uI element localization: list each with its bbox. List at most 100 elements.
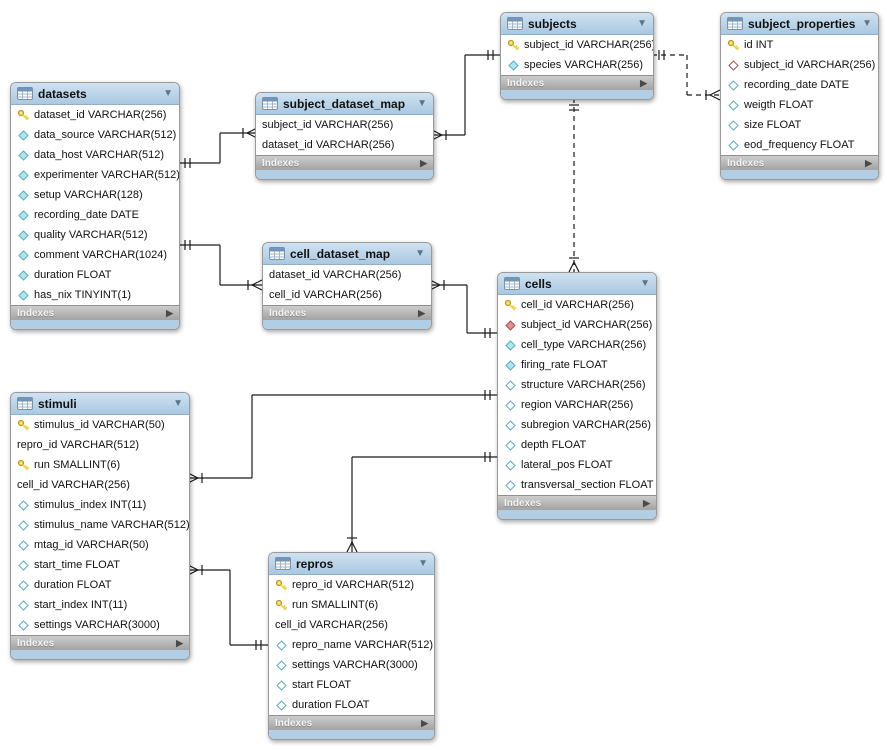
column-diamond-icon xyxy=(505,319,516,331)
table-cells[interactable]: cells▼cell_id VARCHAR(256)subject_id VAR… xyxy=(497,272,657,520)
column-diamond-icon xyxy=(276,679,287,691)
relationship-edge-cell_dataset_map-cells[interactable] xyxy=(429,279,497,338)
relationship-edge-cells-repros[interactable] xyxy=(346,452,497,553)
relationship-edge-subject_dataset_map-subjects[interactable] xyxy=(431,50,500,141)
primary-key-icon xyxy=(17,419,30,430)
table-title: stimuli xyxy=(38,396,77,411)
table-cell_dataset_map[interactable]: cell_dataset_map▼ dataset_id VARCHAR(256)… xyxy=(262,242,432,330)
relationship-edge-datasets-subject_dataset_map[interactable] xyxy=(178,127,258,168)
table-bottom-strip xyxy=(256,170,433,179)
column-label: lateral_pos FLOAT xyxy=(521,459,613,471)
column-row: dataset_id VARCHAR(256) xyxy=(11,105,179,125)
column-diamond-icon xyxy=(18,129,29,141)
column-label: dataset_id VARCHAR(256) xyxy=(269,269,402,281)
column-row: stimulus_index INT(11) xyxy=(11,495,189,515)
column-label: mtag_id VARCHAR(50) xyxy=(34,539,149,551)
table-bottom-strip xyxy=(263,320,431,329)
collapse-arrow-icon[interactable]: ▼ xyxy=(415,247,425,259)
relationship-edge-stimuli-cells[interactable] xyxy=(187,390,497,484)
relationship-edge-subjects-cells[interactable] xyxy=(568,98,580,273)
collapse-arrow-icon[interactable]: ▼ xyxy=(173,397,183,409)
expand-arrow-icon[interactable]: ▶ xyxy=(176,637,183,648)
column-diamond-icon xyxy=(276,699,287,711)
column-row: depth FLOAT xyxy=(498,435,656,455)
expand-arrow-icon[interactable]: ▶ xyxy=(418,307,425,318)
relationship-edge-stimuli-repros[interactable] xyxy=(187,564,268,650)
table-title: datasets xyxy=(38,86,87,101)
column-row: data_host VARCHAR(512) xyxy=(11,145,179,165)
table-subject_dataset_map[interactable]: subject_dataset_map▼ subject_id VARCHAR(2… xyxy=(255,92,434,180)
table-repros[interactable]: repros▼repro_id VARCHAR(512)run SMALLINT… xyxy=(268,552,435,740)
collapse-arrow-icon[interactable]: ▼ xyxy=(417,97,427,109)
column-row: structure VARCHAR(256) xyxy=(498,375,656,395)
collapse-arrow-icon[interactable]: ▼ xyxy=(640,277,650,289)
expand-arrow-icon[interactable]: ▶ xyxy=(643,497,650,508)
column-diamond-icon xyxy=(505,459,516,471)
table-subjects[interactable]: subjects▼subject_id VARCHAR(256)species … xyxy=(500,12,654,100)
indexes-footer[interactable]: Indexes▶ xyxy=(269,715,434,730)
primary-key-icon xyxy=(275,599,288,610)
column-row: duration FLOAT xyxy=(11,575,189,595)
column-row: mtag_id VARCHAR(50) xyxy=(11,535,189,555)
primary-key-icon xyxy=(17,459,30,470)
relationship-edge-datasets-cell_dataset_map[interactable] xyxy=(178,240,263,291)
indexes-footer[interactable]: Indexes▶ xyxy=(11,305,179,320)
column-diamond-icon xyxy=(728,139,739,151)
expand-arrow-icon[interactable]: ▶ xyxy=(166,307,173,318)
table-header-subjects[interactable]: subjects▼ xyxy=(501,13,653,35)
table-datasets[interactable]: datasets ▼ dataset_id VARCHAR(256) data_sou… xyxy=(10,82,180,330)
collapse-arrow-icon[interactable]: ▼ xyxy=(637,17,647,29)
table-title: cells xyxy=(525,276,552,291)
column-diamond-icon xyxy=(276,639,287,651)
column-label: eod_frequency FLOAT xyxy=(744,139,855,151)
table-header-subject_properties[interactable]: subject_properties▼ xyxy=(721,13,878,35)
table-header-subject_dataset_map[interactable]: subject_dataset_map▼ xyxy=(256,93,433,115)
column-label: comment VARCHAR(1024) xyxy=(34,249,168,261)
table-header-cells[interactable]: cells ▼ xyxy=(498,273,656,295)
column-row: subject_id VARCHAR(256) xyxy=(501,35,653,55)
column-label: data_source VARCHAR(512) xyxy=(34,129,177,141)
collapse-arrow-icon[interactable]: ▼ xyxy=(418,557,428,569)
table-header-stimuli[interactable]: stimuli ▼ xyxy=(11,393,189,415)
column-row: id INT xyxy=(721,35,878,55)
table-header-repros[interactable]: repros▼ xyxy=(269,553,434,575)
indexes-footer[interactable]: Indexes▶ xyxy=(501,75,653,90)
table-header-datasets[interactable]: datasets ▼ xyxy=(11,83,179,105)
column-row: settings VARCHAR(3000) xyxy=(269,655,434,675)
column-label: subject_id VARCHAR(256) xyxy=(262,119,394,131)
primary-key-icon xyxy=(727,39,740,50)
column-label: region VARCHAR(256) xyxy=(521,399,634,411)
collapse-arrow-icon[interactable]: ▼ xyxy=(862,17,872,29)
column-diamond-icon xyxy=(505,399,516,411)
expand-arrow-icon[interactable]: ▶ xyxy=(421,717,428,728)
table-stimuli[interactable]: stimuli▼stimulus_id VARCHAR(50)repro_id … xyxy=(10,392,190,660)
column-diamond-icon xyxy=(276,659,287,671)
relationship-edge-subjects-subject_properties[interactable] xyxy=(652,50,721,101)
table-header-cell_dataset_map[interactable]: cell_dataset_map▼ xyxy=(263,243,431,265)
column-label: duration FLOAT xyxy=(292,699,370,711)
table-icon xyxy=(727,17,743,30)
primary-key-icon xyxy=(507,39,520,50)
indexes-footer[interactable]: Indexes▶ xyxy=(11,635,189,650)
column-row: run SMALLINT(6) xyxy=(269,595,434,615)
column-row: size FLOAT xyxy=(721,115,878,135)
collapse-arrow-icon[interactable]: ▼ xyxy=(163,87,173,99)
column-label: structure VARCHAR(256) xyxy=(521,379,646,391)
expand-arrow-icon[interactable]: ▶ xyxy=(640,77,647,88)
expand-arrow-icon[interactable]: ▶ xyxy=(420,157,427,168)
column-label: repro_name VARCHAR(512) xyxy=(292,639,434,651)
primary-key-icon xyxy=(504,299,517,310)
expand-arrow-icon[interactable]: ▶ xyxy=(865,157,872,168)
column-diamond-icon xyxy=(508,59,519,71)
column-row: comment VARCHAR(1024) xyxy=(11,245,179,265)
indexes-footer[interactable]: Indexes ▶ xyxy=(498,495,656,510)
column-diamond-icon xyxy=(18,579,29,591)
indexes-label: Indexes xyxy=(504,497,542,509)
column-diamond-icon xyxy=(18,189,29,201)
indexes-footer[interactable]: Indexes▶ xyxy=(256,155,433,170)
indexes-footer[interactable]: Indexes▶ xyxy=(721,155,878,170)
column-diamond-icon xyxy=(18,599,29,611)
column-label: has_nix TINYINT(1) xyxy=(34,289,131,301)
indexes-footer[interactable]: Indexes▶ xyxy=(263,305,431,320)
